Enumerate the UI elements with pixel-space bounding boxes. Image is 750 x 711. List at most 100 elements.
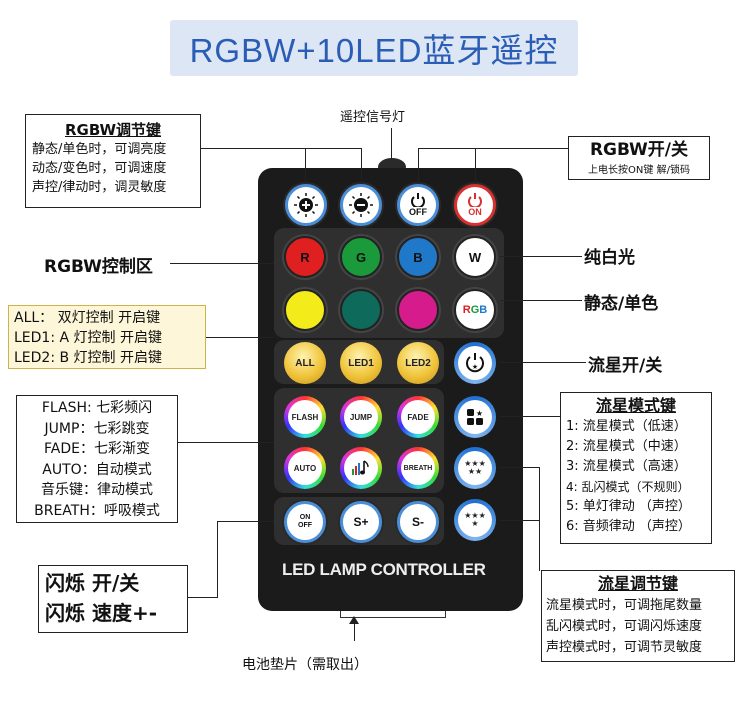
brightness-up-button[interactable] [285, 184, 327, 226]
fade-button[interactable]: FADE [397, 396, 439, 438]
meteor-adjust-line: 流星模式时，可调拖尾数量 [546, 598, 703, 613]
led-select-line: ALL： 双灯控制 开启键 [14, 310, 161, 326]
flash-onoff-button[interactable]: ON OFF [284, 501, 326, 543]
meteor-toggle-button[interactable]: ★ [454, 342, 496, 384]
auto-label: AUTO [288, 451, 322, 485]
meteor-adjust-box: 流星调节键 流星模式时，可调拖尾数量 乱闪模式时，可调闪烁速度 声控模式时，可调… [541, 570, 735, 662]
mode-line: FLASH: 七彩频闪 [41, 400, 153, 416]
svg-text:★: ★ [472, 363, 478, 371]
svg-text:★: ★ [476, 409, 483, 418]
off-label: OFF [409, 207, 427, 217]
page-title: RGBW+10LED蓝牙遥控 [189, 32, 559, 69]
stars-face-down: ★★★★ [458, 503, 492, 537]
blue-label: B [413, 249, 423, 265]
meteor-adjust-down-button[interactable]: ★★★★ [454, 499, 496, 541]
on-label: ON [468, 207, 482, 217]
onoff-top-label: ON [299, 514, 311, 521]
yellow-button[interactable] [284, 289, 326, 331]
flash-box: 闪烁 开/关 闪烁 速度+- [38, 565, 188, 633]
led2-button[interactable]: LED2 [397, 342, 439, 384]
music-button[interactable] [340, 447, 382, 489]
speed-up-label: S+ [353, 515, 369, 529]
flash-label: FLASH [288, 400, 322, 434]
magenta-button[interactable] [397, 289, 439, 331]
meteor-mode-heading: 流星模式键 [595, 396, 676, 415]
breath-label: BREATH [401, 451, 435, 485]
jump-label: JUMP [344, 400, 378, 434]
onoff-bottom-label: OFF [298, 522, 312, 529]
meteor-adjust-up-button[interactable]: ★★★★★ [454, 447, 496, 489]
rgbw-switch-heading: RGBW开/关 [589, 140, 689, 160]
rgbw-adjust-line: 声控/律动时，调灵敏度 [32, 180, 167, 195]
led1-button[interactable]: LED1 [340, 342, 382, 384]
meteor-mode-line: 3: 流星模式（高速） [566, 459, 687, 474]
off-button[interactable]: OFF [397, 184, 439, 226]
speed-down-button[interactable]: S- [397, 501, 439, 543]
music-note-icon [352, 460, 369, 475]
power-icon [411, 193, 425, 207]
green-label: G [355, 249, 367, 265]
white-button[interactable]: W [454, 236, 496, 278]
stars-face-up: ★★★★★ [458, 451, 492, 485]
controller-text: LED LAMP CONTROLLER [282, 560, 486, 579]
rgb-button[interactable]: RGB [454, 289, 496, 331]
mode-line: FADE：七彩渐变 [44, 441, 150, 457]
led-select-box: ALL： 双灯控制 开启键 LED1: A 灯控制 开启键 LED2: B 灯控… [8, 305, 206, 369]
speed-up-button[interactable]: S+ [340, 501, 382, 543]
red-label: R [300, 249, 310, 265]
on-button[interactable]: ON [454, 184, 496, 226]
sun-plus-icon [294, 193, 318, 217]
mode-line: BREATH：呼吸模式 [34, 502, 160, 519]
meteor-adjust-line: 乱闪模式时，可调闪烁速度 [546, 619, 703, 634]
teal-button[interactable] [340, 289, 382, 331]
meteor-mode-box: 流星模式键 1: 流星模式（低速） 2: 流星模式（中速） 3: 流星模式（高速… [560, 392, 712, 544]
all-label: ALL [295, 357, 315, 369]
green-button[interactable]: G [340, 236, 382, 278]
blue-button[interactable]: B [397, 236, 439, 278]
meteor-switch-label: 流星开/关 [588, 356, 663, 376]
led-select-line: LED1: A 灯控制 开启键 [14, 330, 162, 346]
breath-button[interactable]: BREATH [397, 447, 439, 489]
brightness-down-button[interactable] [340, 184, 382, 226]
title-banner: RGBW+10LED蓝牙遥控 [170, 20, 578, 76]
music-face [344, 451, 378, 485]
meteor-mode-line: 6: 音频律动 （声控） [566, 519, 691, 534]
flash-line: 闪烁 开/关 [45, 571, 140, 595]
white-label: W [468, 249, 482, 265]
led-select-line: LED2: B 灯控制 开启键 [14, 350, 163, 366]
power-star-icon: ★ [466, 353, 484, 373]
rgbw-adjust-box: RGBW调节键 静态/单色时，可调亮度 动态/变色时，可调速度 声控/律动时，调… [25, 114, 201, 208]
meteor-adjust-line: 声控模式时，可调节灵敏度 [546, 640, 703, 655]
power-icon [468, 193, 482, 207]
flash-line: 闪烁 速度+- [45, 601, 158, 625]
led2-label: LED2 [405, 357, 431, 369]
rgbw-adjust-heading: RGBW调节键 [64, 121, 162, 139]
meteor-mode-line: 2: 流星模式（中速） [566, 439, 687, 454]
all-button[interactable]: ALL [284, 342, 326, 384]
meteor-mode-line: 5: 单灯律动 （声控） [566, 499, 691, 514]
mode-line: AUTO：自动模式 [42, 461, 152, 478]
meteor-adjust-heading: 流星调节键 [597, 574, 678, 593]
stars-icon: ★★★★★ [464, 459, 486, 476]
modes-box: FLASH: 七彩频闪 JUMP：七彩跳变 FADE：七彩渐变 AUTO：自动模… [16, 395, 178, 523]
rgbw-adjust-line: 静态/单色时，可调亮度 [32, 142, 167, 157]
auto-button[interactable]: AUTO [284, 447, 326, 489]
red-button[interactable]: R [284, 236, 326, 278]
led1-label: LED1 [348, 357, 374, 369]
meteor-mode-line: 1: 流星模式（低速） [566, 419, 687, 434]
indicator-label: 遥控信号灯 [340, 110, 406, 125]
static-label: 静态/单色 [584, 294, 659, 314]
grid-icon: ★ [467, 409, 483, 425]
rgb-label: RGB [462, 304, 488, 316]
meteor-toggle-face: ★ [458, 346, 492, 380]
sun-minus-icon [349, 193, 373, 217]
rgbw-switch-note: 上电长按ON键 解/锁码 [588, 165, 690, 176]
mode-line: JUMP：七彩跳变 [44, 420, 150, 437]
mode-line: 音乐键：律动模式 [41, 482, 153, 498]
flash-button[interactable]: FLASH [284, 396, 326, 438]
rgbw-switch-box: RGBW开/关 上电长按ON键 解/锁码 [568, 136, 710, 180]
rgbw-zone-label: RGBW控制区 [44, 257, 153, 277]
meteor-mode-button[interactable]: ★ [454, 396, 496, 438]
jump-button[interactable]: JUMP [340, 396, 382, 438]
meteor-mode-line: 4: 乱闪模式（不规则） [566, 480, 690, 494]
